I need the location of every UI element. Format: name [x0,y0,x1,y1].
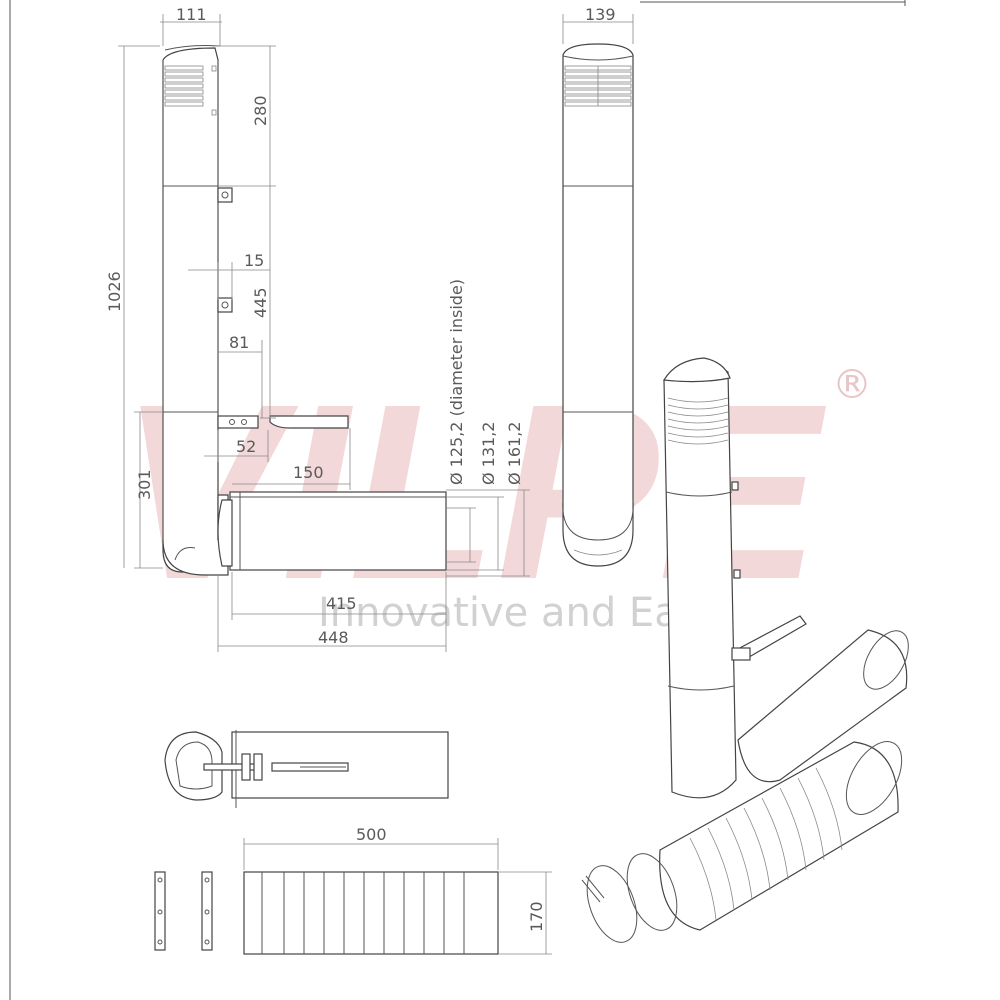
parts-bottom: 500 170 [154,825,552,955]
flat-hose [243,871,499,955]
upper-bracket [217,187,233,203]
side-view-dimensions: 111 280 1026 445 15 81 52 150 [105,5,530,652]
dim-415: 415 [326,594,357,613]
iso-ring-1 [586,865,638,943]
dim-301: 301 [135,469,154,500]
dim-170: 170 [527,901,546,932]
registered-mark: ® [832,362,872,408]
bracket-strip-2 [201,871,213,951]
middle-bracket [217,297,233,313]
dim-15: 15 [244,251,264,270]
dim-150: 150 [293,463,324,482]
dim-111: 111 [176,5,207,24]
dim-139: 139 [585,5,616,24]
iso-ring-2 [626,853,678,931]
outlet-pipe [229,491,447,571]
front-view: 139 [562,5,634,567]
dim-diameter-161: Ø 161,2 [505,422,524,485]
iso-louvres [667,397,729,445]
dim-diameter-inside: Ø 125,2 (diameter inside) [447,279,466,485]
side-view [162,45,447,576]
lower-clamp [217,415,259,429]
dim-52: 52 [236,437,256,456]
clamp-strap [269,415,349,429]
front-louvres [564,65,632,107]
dim-1026: 1026 [105,271,124,312]
dim-diameter-131: Ø 131,2 [479,422,498,485]
dim-500: 500 [356,825,387,844]
watermark-tagline: Innovative and Easy [318,590,723,636]
isometric-assembly [581,357,909,943]
hose-corrugations [689,767,843,921]
top-view [164,730,449,808]
iso-flex-hose [659,741,899,931]
dim-448: 448 [318,628,349,647]
dim-280: 280 [251,95,270,126]
dim-445: 445 [251,287,270,318]
louvres [164,65,204,107]
dim-81: 81 [229,333,249,352]
flat-hose-ribs [261,872,465,954]
bracket-strip-1 [154,871,166,951]
